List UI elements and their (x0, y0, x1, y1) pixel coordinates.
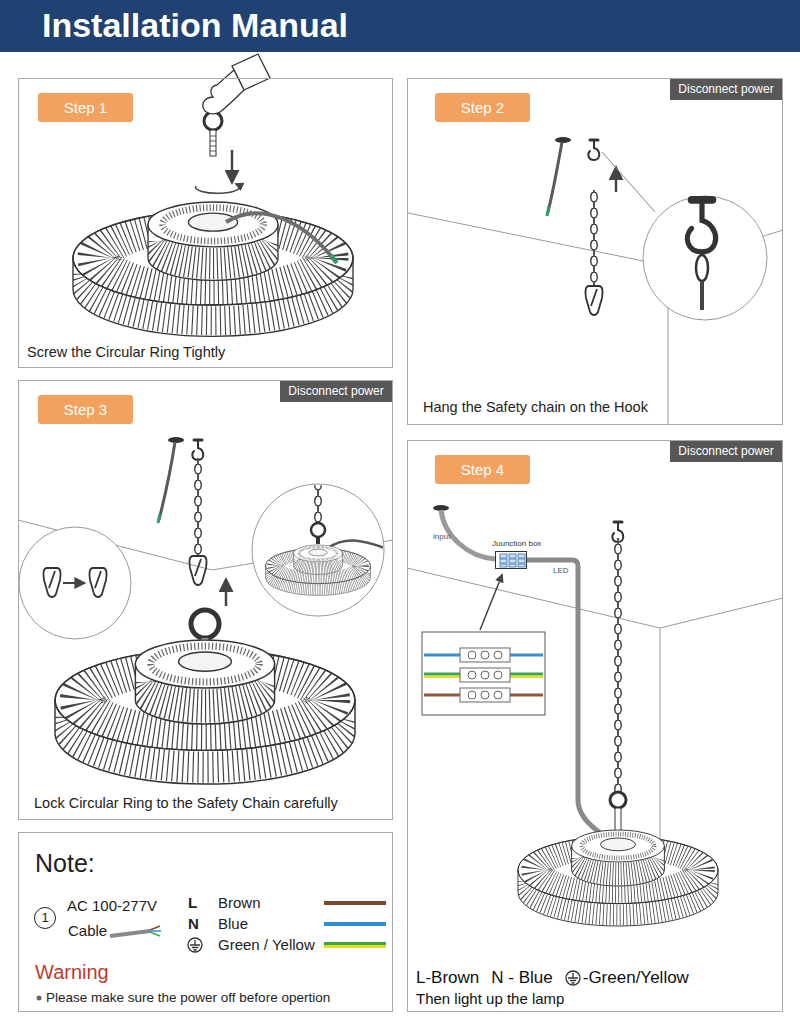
legend-swatch (324, 922, 386, 926)
legend-text: Blue (218, 915, 248, 932)
step-badge: Step 4 (435, 455, 530, 484)
step-caption: Then light up the lamp (416, 990, 564, 1007)
step-caption: Lock Circular Ring to the Safety Chain c… (34, 795, 338, 812)
callout-number: 1 (41, 911, 48, 926)
step4-illustration (407, 505, 783, 926)
callout-circle: 1 (34, 907, 56, 929)
step-caption: L-Brown (416, 968, 479, 988)
power-tab: Disconnect power (280, 381, 392, 402)
step-caption: N - Blue (491, 968, 552, 988)
step-panel: Step 3 Disconnect powerLock Circular Ring… (18, 380, 393, 820)
step-badge: Step 1 (38, 93, 133, 122)
caption-row: L-Brown N - Blue -Green/Yellow (416, 968, 689, 988)
warning-text: Please make sure the power off before op… (46, 990, 330, 1006)
wire-label: input (433, 532, 450, 541)
step-panel: Step 4 Disconnect powerJuunction boxL-Bro… (407, 440, 783, 1012)
caption-row: Then light up the lamp (416, 990, 564, 1007)
voltage-label: AC 100-277V (67, 897, 157, 914)
step-caption: -Green/Yellow (583, 968, 689, 988)
step-label: Step 2 (461, 99, 504, 116)
step-panel: Step 2 Disconnect powerHang the Safety ch… (407, 78, 783, 425)
warning-tab-text: Disconnect power (678, 445, 773, 459)
step-badge: Step 3 (38, 395, 133, 424)
step2-illustration (408, 137, 783, 425)
step-caption: Screw the Circular Ring Tightly (27, 344, 225, 361)
step-label: Step 3 (64, 401, 107, 418)
power-tab: Disconnect power (670, 441, 782, 462)
warning-tab-text: Disconnect power (678, 83, 773, 97)
step-panel: Step 1 Screw the Circular Ring Tightly (18, 78, 393, 368)
step-label: Step 4 (461, 461, 504, 478)
wire-code: N (188, 915, 199, 932)
legend-swatch (324, 942, 386, 948)
step-caption: Hang the Safety chain on the Hook (423, 399, 648, 416)
warning-heading: Warning (35, 961, 109, 984)
power-tab: Disconnect power (670, 79, 782, 100)
cable-label: Cable (68, 922, 107, 939)
step-label: Step 1 (64, 99, 107, 116)
junction-box: Juunction box (495, 551, 527, 569)
box-label: Juunction box (492, 539, 541, 548)
legend-text: Brown (218, 894, 261, 911)
wire-label: LED (553, 566, 569, 575)
ground-symbol (565, 970, 581, 986)
page-title: Installation Manual (42, 7, 348, 44)
warning-tab-text: Disconnect power (288, 385, 383, 399)
legend-text: Green / Yellow (218, 936, 315, 953)
wire-code: L (188, 894, 197, 911)
step-badge: Step 2 (435, 93, 530, 122)
note-heading: Note: (35, 849, 95, 878)
header-band (0, 0, 800, 52)
legend-swatch (324, 901, 386, 905)
step3-illustration (18, 437, 393, 784)
